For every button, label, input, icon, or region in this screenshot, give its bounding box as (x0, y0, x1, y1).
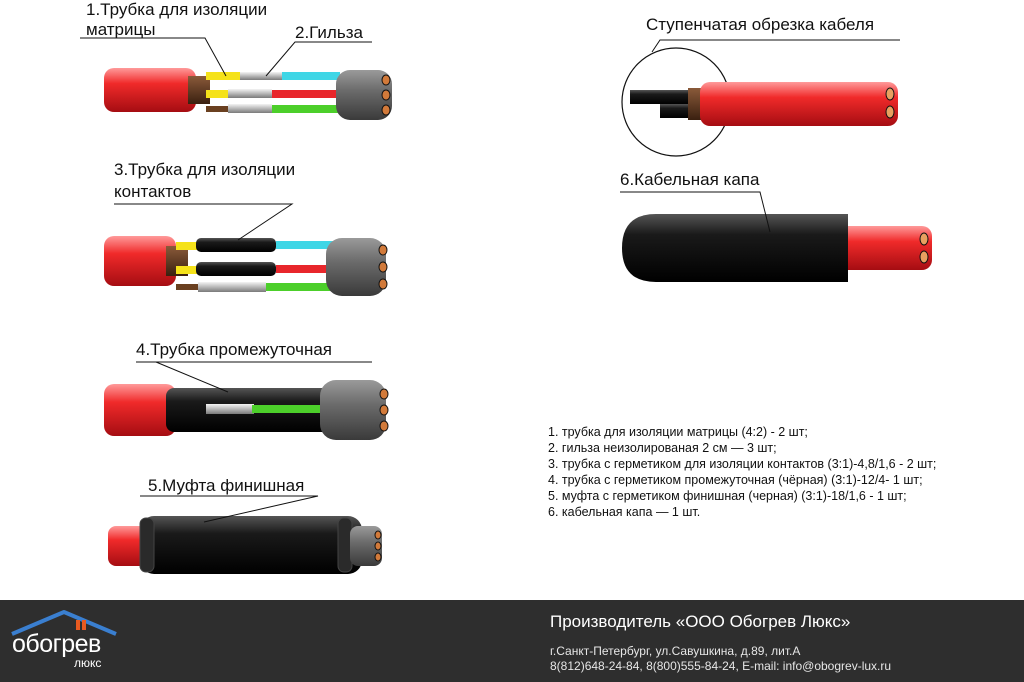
label-finish-coupling: 5.Муфта финишная (148, 476, 305, 495)
black-tube (196, 262, 276, 276)
label-tube-intermediate: 4.Трубка промежуточная (136, 340, 332, 359)
red-cable-jacket (104, 236, 176, 286)
footer-bar: обогрев люкс Производитель «ООО Обогрев … (0, 600, 1024, 682)
legend-item: 4. трубка с герметиком промежуточная (чё… (548, 473, 923, 487)
green-wire (252, 405, 326, 413)
company-logo: обогрев люкс (8, 608, 128, 674)
black-inner-conductor (630, 90, 690, 104)
sleeve-silver (240, 72, 282, 80)
label-tube-contacts-line2: контактов (114, 182, 192, 201)
green-wire (266, 283, 336, 291)
red-cable-jacket (836, 226, 932, 270)
label-cable-cap: 6.Кабельная капа (620, 170, 760, 189)
red-cable-jacket (104, 384, 176, 436)
cable-assembly-diagram (80, 37, 932, 574)
red-wire (272, 90, 340, 98)
sleeve-silver (228, 89, 272, 98)
red-cable-jacket (104, 68, 196, 112)
cable-end-pins (885, 87, 895, 119)
connector-pins (378, 244, 388, 290)
leader-line-4 (136, 361, 372, 393)
cyan-wire (282, 72, 340, 80)
red-wire (276, 265, 336, 273)
red-cable-jacket (700, 82, 898, 126)
brown-shield (188, 76, 210, 104)
black-finish-coupling (140, 516, 362, 574)
assembly-5-finish-coupling (108, 495, 382, 574)
leader-line-3 (114, 203, 294, 241)
leader-line-6 (620, 191, 771, 233)
roof-icon (11, 610, 117, 636)
legend-item: 5. муфта с герметиком финишная (черная) … (548, 489, 907, 503)
coupling-band (337, 517, 353, 573)
leader-line-2 (265, 41, 372, 77)
sleeve-silver (206, 404, 254, 414)
yellow-wire (206, 90, 236, 98)
logo-subtext: люкс (74, 656, 102, 670)
label-tube-contacts: 3.Трубка для изоляции (114, 160, 296, 179)
assembly-3-contacts-tube (104, 203, 388, 296)
assembly-1-matrix-tube (80, 37, 392, 120)
legend-item: 3. трубка с герметиком для изоляции конт… (548, 457, 937, 471)
yellow-wire (176, 266, 198, 274)
coupling-band (139, 517, 155, 573)
connector-pins (379, 388, 389, 432)
yellow-wire (176, 242, 198, 250)
manufacturer-title: Производитель «ООО Обогрев Люкс» (550, 612, 851, 631)
green-wire (272, 105, 340, 113)
label-sleeve: 2.Гильза (295, 23, 363, 42)
step-cut-cable (621, 39, 900, 157)
brown-wire (206, 106, 230, 112)
assembly-4-intermediate-tube (104, 361, 389, 440)
brown-wire (176, 284, 200, 290)
leader-line-step (651, 39, 900, 53)
leader-line-5 (140, 495, 319, 523)
black-inner-conductor (660, 104, 696, 118)
yellow-wire (206, 72, 240, 80)
leader-line-1 (80, 37, 227, 77)
sleeve-silver (228, 104, 272, 113)
connector-body (320, 380, 386, 440)
sleeve-silver (198, 282, 266, 292)
label-tube-matrix: 1.Трубка для изоляции (86, 0, 268, 19)
cable-end-pins (919, 232, 929, 264)
parts-legend: 1. трубка для изоляции матрицы (4:2) - 2… (548, 424, 936, 520)
label-step-cut: Ступенчатая обрезка кабеля (646, 15, 875, 34)
connector-body (336, 70, 392, 120)
connector-pins (374, 530, 382, 562)
connector-pins (381, 74, 391, 116)
company-contacts: 8(812)648-24-84, 8(800)555-84-24, E-mail… (550, 659, 892, 673)
black-tube (196, 238, 276, 252)
connector-body (350, 526, 382, 566)
black-cable-cap (622, 214, 848, 282)
legend-item: 6. кабельная капа — 1 шт. (548, 505, 701, 519)
legend-item: 2. гильза неизолированая 2 см — 3 шт; (548, 441, 777, 455)
logo-wordmark: обогрев (12, 630, 101, 658)
connector-body (326, 238, 386, 296)
company-address: г.Санкт-Петербург, ул.Савушкина, д.89, л… (550, 644, 801, 658)
legend-item: 1. трубка для изоляции матрицы (4:2) - 2… (548, 425, 808, 439)
label-tube-matrix-line2: матрицы (86, 20, 156, 39)
cable-cap-assembly (620, 191, 932, 282)
cyan-wire (276, 241, 336, 249)
